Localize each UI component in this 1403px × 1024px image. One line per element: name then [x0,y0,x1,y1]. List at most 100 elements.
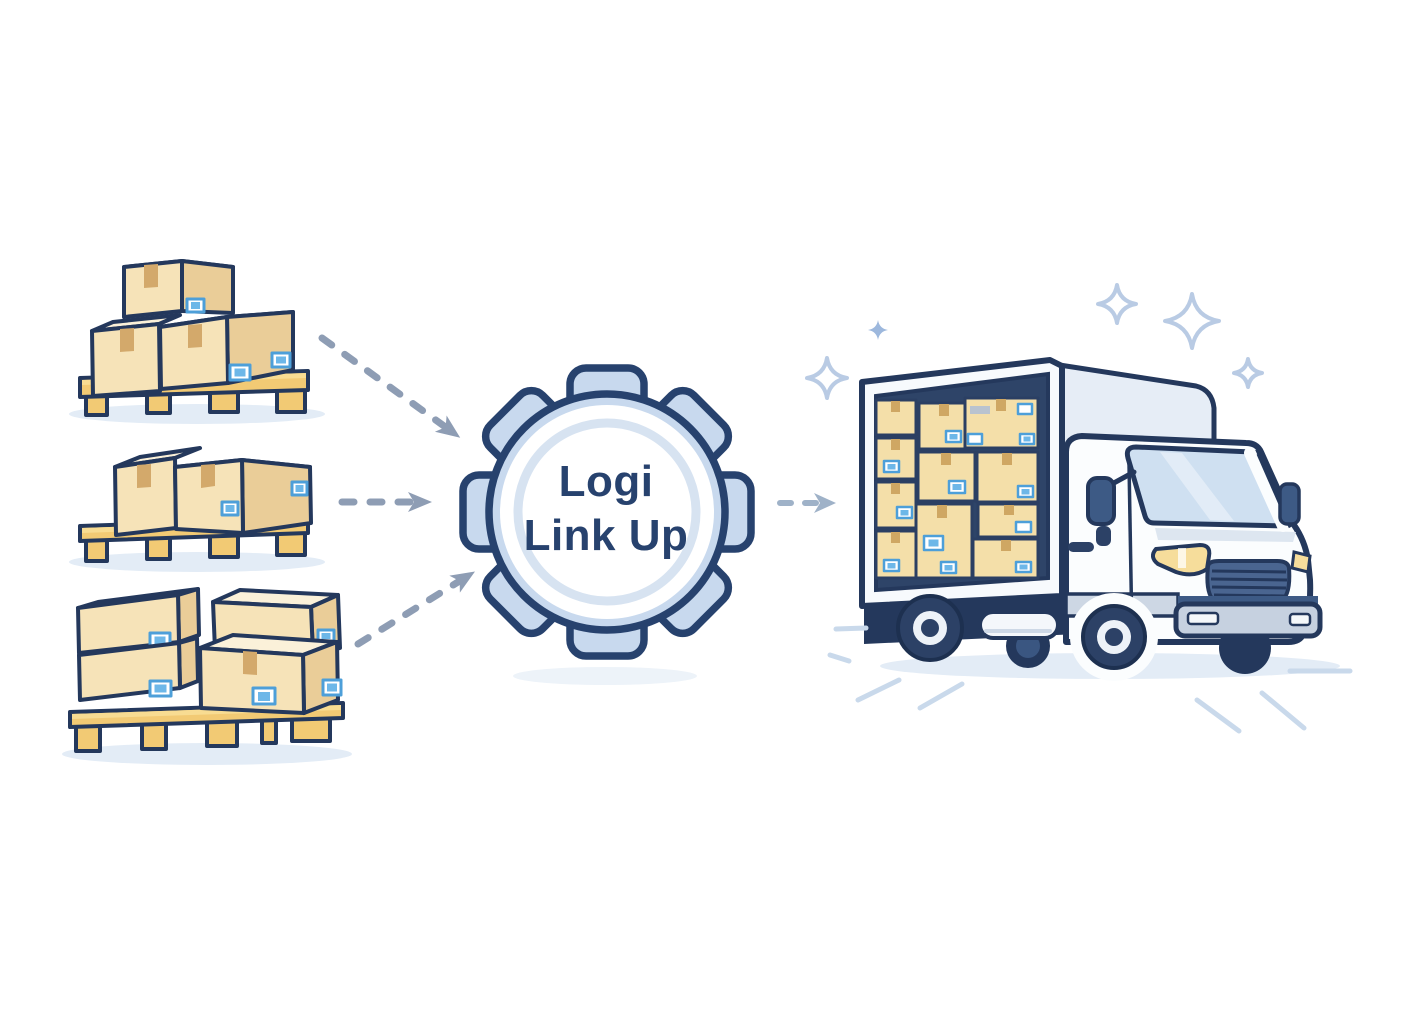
speed-line [1259,690,1307,731]
glass-highlight [1160,452,1234,521]
pallet-3 [62,587,352,765]
shipping-label-inner [327,683,337,692]
far-headlight [1290,550,1312,574]
sparkles [805,283,1264,400]
shipping-label-inner [225,505,235,512]
gear-label-line2: Link Up [524,511,689,560]
gear-center-disc [500,405,714,619]
shipping-label-inner [276,356,286,364]
box-front-face [122,259,184,319]
shipping-label-inner [154,636,166,645]
side-mirror [1086,476,1116,526]
gear-shadow [513,667,697,685]
headlight-shine [1178,548,1186,568]
shipping-label-inner [258,692,270,701]
door-handle [1068,542,1094,552]
tape-strip [1001,540,1011,551]
speed-line [855,677,902,703]
tape-strip [243,651,257,675]
shipping-label-inner [944,565,953,571]
shipping-label [1016,402,1034,416]
parcel-box [76,587,201,655]
tape-strip [891,401,900,412]
tape-strip [1002,453,1012,465]
bumper-indicator [1288,612,1312,627]
a-pillar [1244,447,1289,532]
shipping-label-inner [321,633,331,639]
wheel-hub [1105,628,1123,646]
tape-strip [891,532,900,543]
truck-cargo-boxes [874,396,1040,580]
pallet-2 [69,446,325,572]
shipping-label-inner [887,563,896,569]
parcel-box [198,633,343,715]
tape-strip [201,464,215,488]
shipping-label-inner [900,510,909,516]
pallet-1 [69,259,325,424]
tape-strip [137,464,151,488]
tape-strip [891,439,900,450]
shipping-label-inner [949,434,958,440]
shipping-label-inner [1019,564,1028,570]
speed-line [827,652,852,664]
tape-strip [939,404,949,416]
barcode-label [970,406,990,414]
mirror-arm [1109,469,1137,487]
tape-strip [937,505,947,518]
shipping-label-inner [154,684,167,693]
sparkle-icon [1163,292,1221,350]
tape-strip [144,264,158,288]
shipping-label-inner [928,539,939,547]
box-front-face [158,315,230,391]
parcel-box [90,313,182,398]
pallet-leg [140,720,168,751]
shipping-label-inner [952,484,962,490]
tape-strip [891,483,900,494]
gear-label-line1: Logi [559,457,654,506]
box-side-face [301,640,340,715]
speed-line [1194,697,1242,734]
box-side-face [177,636,200,690]
front-wheel [1070,593,1158,681]
shipping-label-inner [234,368,246,377]
speed-line [833,625,869,632]
shipping-label-inner [295,485,304,492]
tape-strip [120,328,134,352]
sparkle-icon [805,356,849,400]
speed-line [917,681,965,711]
fuel-tank-step [978,610,1060,640]
parcel-box [122,259,235,319]
arrow-pallet1-to-gear [318,334,461,438]
speed-lines [827,625,1353,734]
pallet-shadow [69,552,325,572]
shipping-label [966,432,984,446]
pallet-shadow [69,404,325,424]
gear-ring-inner [513,418,701,606]
shipping-label-inner [1021,489,1030,495]
grille-slats [1210,569,1288,598]
wheel-arch [1070,593,1158,681]
gear-icon [459,364,755,660]
flow-arrows [318,334,836,648]
truck-front [1151,542,1323,639]
rear-wheel [896,594,964,662]
tape-strip [996,399,1006,411]
arrow-pallet3-to-gear [354,571,475,648]
pallet-leg [74,723,102,753]
far-side-mirror [1278,482,1301,526]
box-side-face [176,587,201,644]
side-mirror-lower [1096,526,1111,546]
bumper-indicator [1186,611,1220,626]
shipping-label-inner [1023,436,1031,442]
shipping-label [1014,520,1033,534]
tape-strip [188,324,202,348]
sparkle-icon [1096,283,1138,325]
box-front-face [90,322,162,398]
sparkle-icon [1232,357,1264,389]
box-front-face [198,646,306,715]
sparkle-icon [868,320,888,340]
parcel-box [173,458,313,535]
hood-shade [1155,528,1296,542]
shipping-label-inner [887,464,896,470]
